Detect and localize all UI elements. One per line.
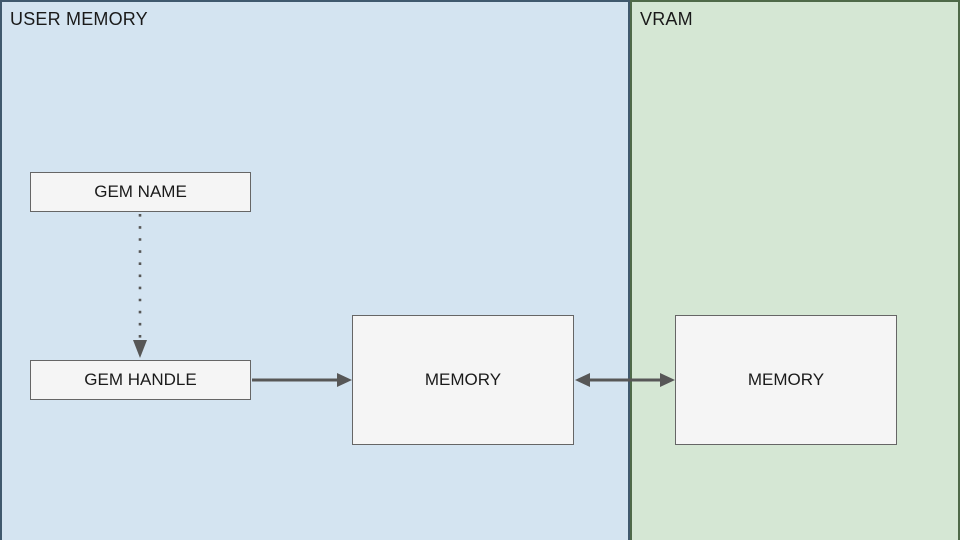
node-vram-memory-block-label: MEMORY	[747, 370, 825, 389]
node-gem-handle-label: GEM HANDLE	[84, 370, 197, 389]
region-vram-label: VRAM	[640, 9, 693, 29]
node-vram-memory-block: MEMORY	[675, 315, 897, 445]
region-user-memory-label: USER MEMORY	[10, 9, 148, 29]
node-user-memory-block: MEMORY	[352, 315, 574, 445]
node-gem-name: GEM NAME	[30, 172, 251, 212]
node-gem-handle: GEM HANDLE	[30, 360, 251, 400]
node-user-memory-block-label: MEMORY	[424, 370, 502, 389]
node-gem-name-label: GEM NAME	[94, 182, 187, 201]
region-vram: VRAM	[630, 0, 960, 540]
region-user-memory: USER MEMORY	[0, 0, 630, 540]
